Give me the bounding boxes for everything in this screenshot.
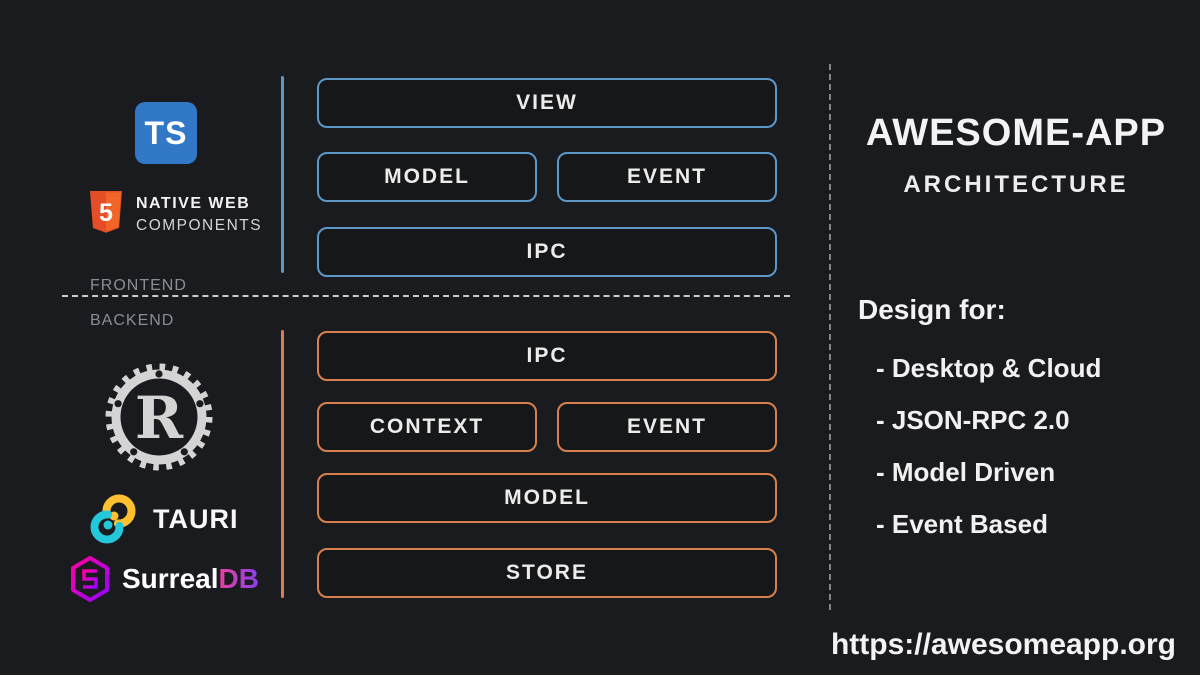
design-item-desktop-cloud: - Desktop & Cloud bbox=[876, 353, 1102, 383]
native-web-line2: COMPONENTS bbox=[136, 217, 263, 234]
backend-event-box: EVENT bbox=[557, 402, 777, 452]
frontend-backend-divider bbox=[62, 295, 790, 297]
design-list: - Desktop & Cloud - JSON-RPC 2.0 - Model… bbox=[876, 354, 1101, 539]
tauri-logo-icon bbox=[90, 494, 136, 544]
surrealdb-block: SurrealDB bbox=[70, 556, 259, 602]
surrealdb-logo-icon bbox=[71, 556, 109, 602]
backend-stack-line bbox=[281, 330, 284, 598]
website-url: https://awesomeapp.org bbox=[830, 628, 1176, 661]
design-item-event-based: - Event Based bbox=[876, 509, 1048, 539]
surrealdb-wordmark: SurrealDB bbox=[122, 563, 259, 595]
frontend-view-box: VIEW bbox=[317, 78, 777, 128]
native-web-line1: NATIVE WEB bbox=[136, 195, 251, 212]
backend-section-label: BACKEND bbox=[90, 312, 175, 329]
tauri-label: TAURI bbox=[153, 503, 239, 534]
frontend-ipc-box: IPC bbox=[317, 227, 777, 277]
backend-context-box: CONTEXT bbox=[317, 402, 537, 452]
native-web-components-label: NATIVE WEB COMPONENTS bbox=[136, 195, 262, 238]
right-panel-divider bbox=[829, 64, 831, 610]
design-item-json-rpc: - JSON-RPC 2.0 bbox=[876, 405, 1070, 435]
backend-store-box: STORE bbox=[317, 548, 777, 598]
design-for-heading: Design for: bbox=[858, 294, 1006, 325]
svg-text:5: 5 bbox=[99, 199, 113, 227]
typescript-logo-text: TS bbox=[144, 114, 188, 151]
backend-model-box: MODEL bbox=[317, 473, 777, 523]
tauri-block: TAURI bbox=[87, 494, 239, 544]
page-title: AWESOME-APP bbox=[865, 112, 1167, 154]
backend-ipc-box: IPC bbox=[317, 331, 777, 381]
html5-logo-icon: 5 bbox=[90, 191, 122, 233]
rust-logo-icon: R bbox=[105, 363, 213, 471]
surreal-word-white: Surreal bbox=[122, 563, 219, 594]
frontend-event-box: EVENT bbox=[557, 152, 777, 202]
frontend-model-box: MODEL bbox=[317, 152, 537, 202]
rust-letter: R bbox=[135, 384, 184, 452]
surreal-word-db: DB bbox=[218, 563, 259, 594]
design-item-model-driven: - Model Driven bbox=[876, 457, 1056, 487]
typescript-logo-icon: TS bbox=[135, 102, 197, 164]
title-block: AWESOME-APP ARCHITECTURE bbox=[846, 112, 1186, 199]
html5-block: 5 NATIVE WEB COMPONENTS bbox=[88, 190, 262, 238]
page-subtitle: ARCHITECTURE bbox=[903, 171, 1129, 198]
frontend-section-label: FRONTEND bbox=[90, 277, 187, 294]
frontend-stack-line bbox=[281, 76, 284, 273]
